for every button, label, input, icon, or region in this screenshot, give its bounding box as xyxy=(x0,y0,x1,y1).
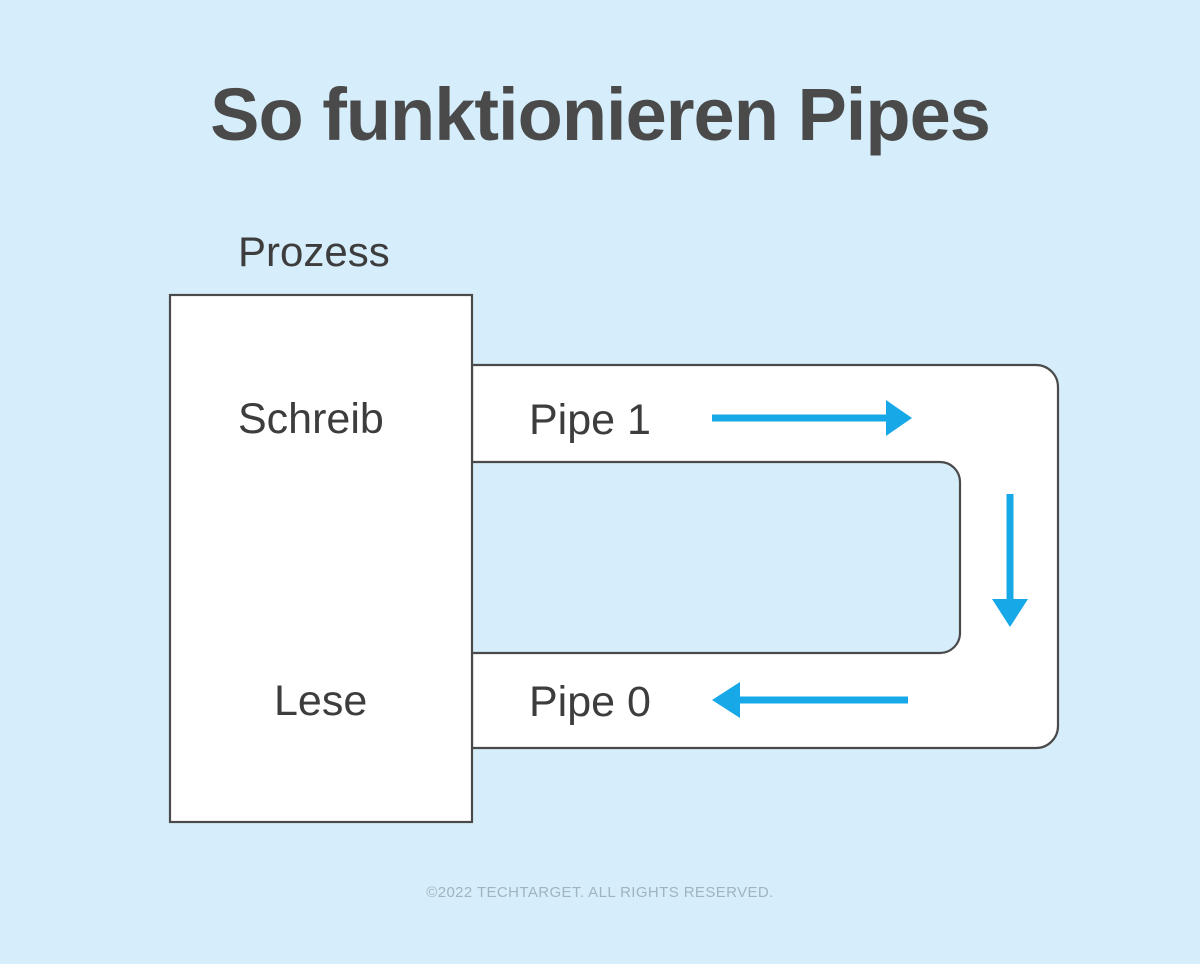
arrow-left-icon xyxy=(712,682,908,718)
arrow-down-icon xyxy=(992,494,1028,627)
page-title: So funktionieren Pipes xyxy=(210,73,991,156)
read-label: Lese xyxy=(274,677,368,725)
pipe-0-label: Pipe 0 xyxy=(529,678,651,726)
process-label: Prozess xyxy=(238,228,390,275)
copyright-footer: ©2022 TECHTARGET. ALL RIGHTS RESERVED. xyxy=(426,884,774,901)
arrow-right-icon xyxy=(712,400,912,436)
write-label: Schreib xyxy=(238,395,384,443)
pipe-1-label: Pipe 1 xyxy=(529,396,651,444)
process-box xyxy=(168,293,474,824)
